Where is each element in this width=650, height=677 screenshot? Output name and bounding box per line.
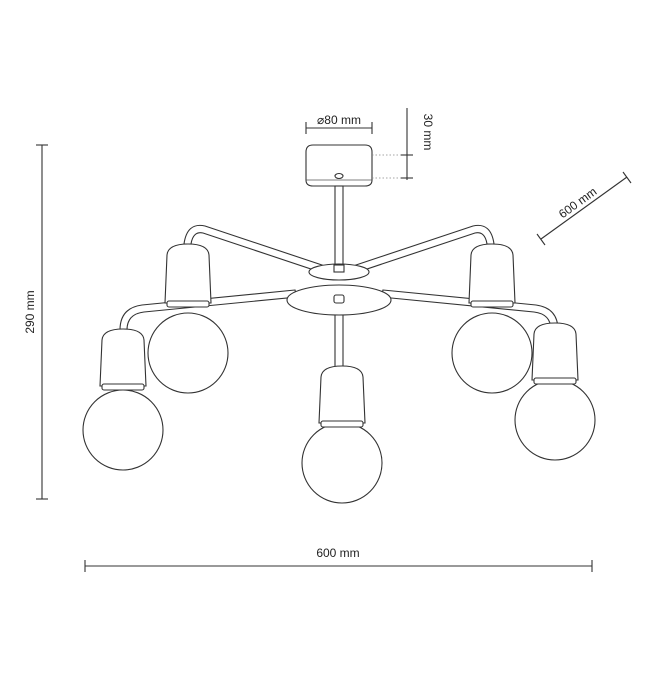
canopy-height-label: 30 mm <box>421 114 435 151</box>
width-dimension: 600 mm <box>84 546 593 572</box>
ceiling-canopy <box>305 144 373 187</box>
bulb-front-left <box>82 328 164 471</box>
canopy-diameter-label: ⌀80 mm <box>317 113 361 127</box>
bulb-front-right <box>514 322 596 461</box>
height-label: 290 mm <box>23 290 37 333</box>
bulb-back-left <box>147 243 229 394</box>
depth-dimension: 600 mm <box>536 171 632 246</box>
width-label: 600 mm <box>316 546 359 560</box>
lower-hub <box>286 284 392 316</box>
center-rod <box>334 185 344 271</box>
bulb-front-center <box>301 365 383 504</box>
upper-hub <box>308 263 370 281</box>
height-dimension: 290 mm <box>23 144 48 500</box>
bulb-back-right <box>451 243 533 394</box>
canopy-diameter-dimension: ⌀80 mm <box>305 113 373 134</box>
canopy-height-dimension: 30 mm <box>372 108 435 180</box>
depth-label: 600 mm <box>556 184 599 221</box>
